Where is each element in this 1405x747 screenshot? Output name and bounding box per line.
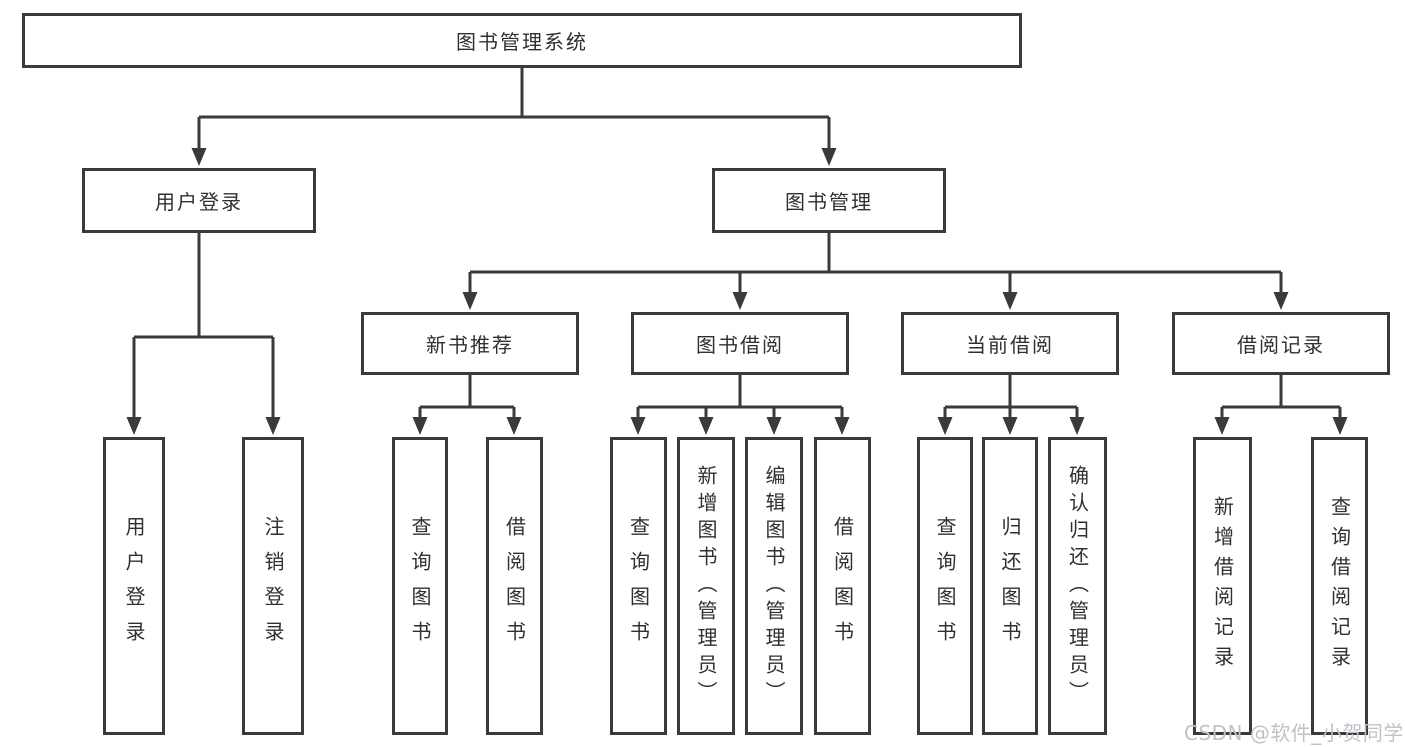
node-system-root: 图书管理系统 — [22, 13, 1022, 68]
node-label: 查询借阅记录 — [1327, 496, 1352, 676]
node-label: 用户登录 — [155, 190, 243, 214]
leaf-query-book-current: 查询图书 — [917, 437, 973, 735]
node-label: 新增图书（管理员） — [694, 464, 718, 708]
leaf-confirm-return-admin: 确认归还（管理员） — [1048, 437, 1107, 735]
node-label: 图书借阅 — [696, 333, 784, 357]
node-borrow-records: 借阅记录 — [1172, 312, 1390, 375]
node-label: 编辑图书（管理员） — [762, 464, 786, 708]
leaf-borrow-book-recommend: 借阅图书 — [486, 437, 543, 735]
leaf-add-borrow-record: 新增借阅记录 — [1193, 437, 1252, 735]
node-label: 用户登录 — [122, 516, 146, 656]
node-label: 借阅记录 — [1237, 333, 1325, 357]
leaf-add-book-admin: 新增图书（管理员） — [677, 437, 735, 735]
node-book-borrow: 图书借阅 — [631, 312, 849, 375]
watermark: CSDN @软件_小贺同学 — [1184, 721, 1404, 745]
node-label: 借阅图书 — [830, 516, 855, 656]
node-label: 查询图书 — [933, 516, 957, 656]
node-label: 查询图书 — [408, 516, 432, 656]
leaf-user-login: 用户登录 — [103, 437, 165, 735]
node-label: 借阅图书 — [502, 516, 527, 656]
node-label: 查询图书 — [626, 516, 651, 656]
leaf-query-book-borrow: 查询图书 — [610, 437, 667, 735]
node-label: 注销登录 — [261, 516, 285, 656]
node-label: 图书管理 — [785, 190, 873, 214]
leaf-return-book: 归还图书 — [982, 437, 1038, 735]
node-label: 新增借阅记录 — [1210, 496, 1235, 676]
node-book-management-branch: 图书管理 — [712, 168, 946, 233]
node-label: 归还图书 — [998, 516, 1022, 656]
node-label: 确认归还（管理员） — [1065, 464, 1090, 708]
node-label: 图书管理系统 — [456, 30, 588, 54]
leaf-borrow-book: 借阅图书 — [814, 437, 871, 735]
node-new-book-recommend: 新书推荐 — [361, 312, 579, 375]
node-user-login-branch: 用户登录 — [82, 168, 316, 233]
node-label: 当前借阅 — [966, 333, 1054, 357]
node-current-borrow: 当前借阅 — [901, 312, 1119, 375]
leaf-logout: 注销登录 — [242, 437, 304, 735]
leaf-query-borrow-record: 查询借阅记录 — [1311, 437, 1368, 735]
leaf-edit-book-admin: 编辑图书（管理员） — [745, 437, 803, 735]
leaf-query-book-recommend: 查询图书 — [392, 437, 448, 735]
node-label: 新书推荐 — [426, 333, 514, 357]
